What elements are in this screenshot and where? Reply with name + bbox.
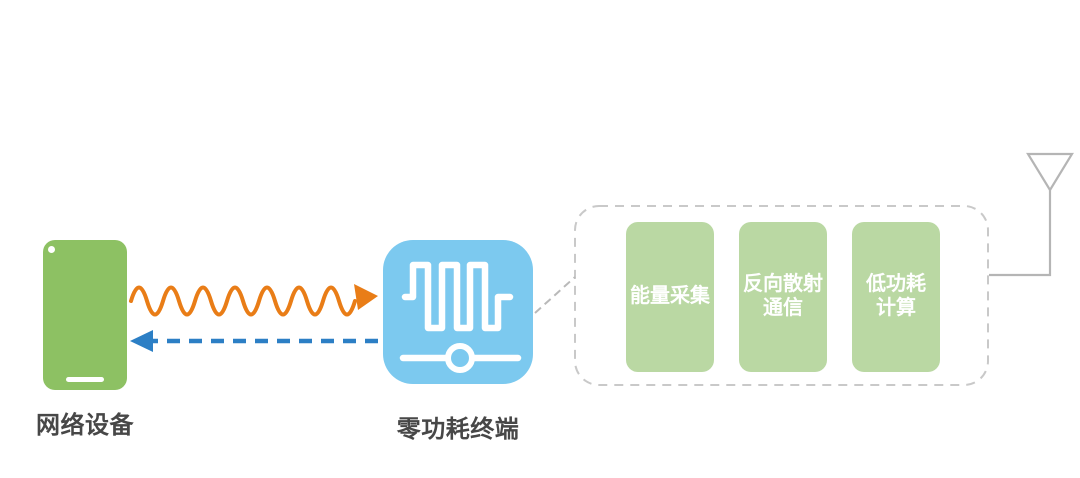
terminal-label: 零功耗终端 — [396, 416, 520, 443]
capability-label-line: 反向散射 — [743, 273, 823, 296]
sine-wave-arrowhead — [354, 284, 378, 310]
capability-label-line: 能量采集 — [630, 285, 710, 308]
dashed-diagonal-connector — [534, 276, 576, 314]
antenna-icon — [989, 152, 1074, 277]
sine-wave-right-arrow-icon — [129, 285, 357, 317]
slider-node-circle — [445, 343, 475, 373]
network-device-label: 网络设备 — [36, 412, 134, 439]
phone-home-bar — [66, 377, 104, 382]
dashed-arrow-arrowhead — [130, 330, 153, 352]
network-device-icon — [43, 240, 127, 390]
zero-power-terminal-icon — [383, 240, 533, 384]
capability-label-line: 计算 — [876, 297, 916, 319]
capability-label-line: 通信 — [763, 297, 803, 319]
capability-label-line: 低功耗 — [866, 273, 926, 296]
square-wave-path — [401, 261, 514, 332]
capability-box-energy-harvesting: 能量采集 — [626, 222, 714, 372]
capability-box-backscatter-communication: 反向散射 通信 — [739, 222, 827, 372]
capability-box-low-power-computing: 低功耗 计算 — [852, 222, 940, 372]
phone-camera-dot — [48, 246, 55, 253]
square-wave-icon — [399, 261, 522, 373]
